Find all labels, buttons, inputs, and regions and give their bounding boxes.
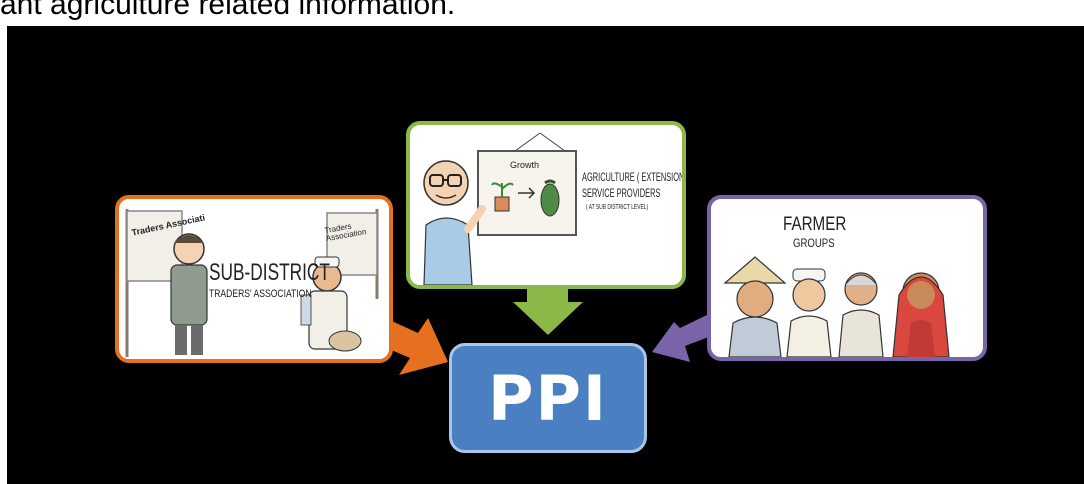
extension-line1: AGRICULTURE ( EXTENSION ) — [582, 170, 686, 184]
node-traders-association: Traders Associati Traders Association SU… — [115, 195, 393, 363]
board-title: Growth — [510, 160, 540, 170]
extension-line3: ( AT SUB DISTRICT LEVEL) — [586, 204, 649, 211]
node-farmer-groups: FARMER GROUPS — [707, 195, 987, 361]
arrow-extension-to-ppi — [513, 280, 583, 335]
node-extension-providers: Growth AGRICULTURE ( EXTENSION ) SERVICE… — [406, 121, 686, 289]
ppi-label: PPI — [488, 361, 608, 435]
arrow-traders-to-ppi — [375, 317, 448, 375]
arrow-farmers-to-ppi — [652, 313, 719, 362]
extension-illustration — [423, 132, 577, 285]
traders-illustration — [125, 209, 379, 357]
node-ppi: PPI — [449, 343, 647, 453]
caption-text: ant agriculture related information. — [0, 0, 456, 21]
farmers-illustration — [723, 256, 950, 357]
farmers-title: FARMER — [783, 214, 847, 235]
traders-title: SUB-DISTRICT — [209, 259, 330, 286]
farmers-subtitle: GROUPS — [793, 236, 835, 250]
traders-subtitle: TRADERS' ASSOCIATION — [209, 288, 312, 300]
extension-line2: SERVICE PROVIDERS — [582, 186, 661, 200]
